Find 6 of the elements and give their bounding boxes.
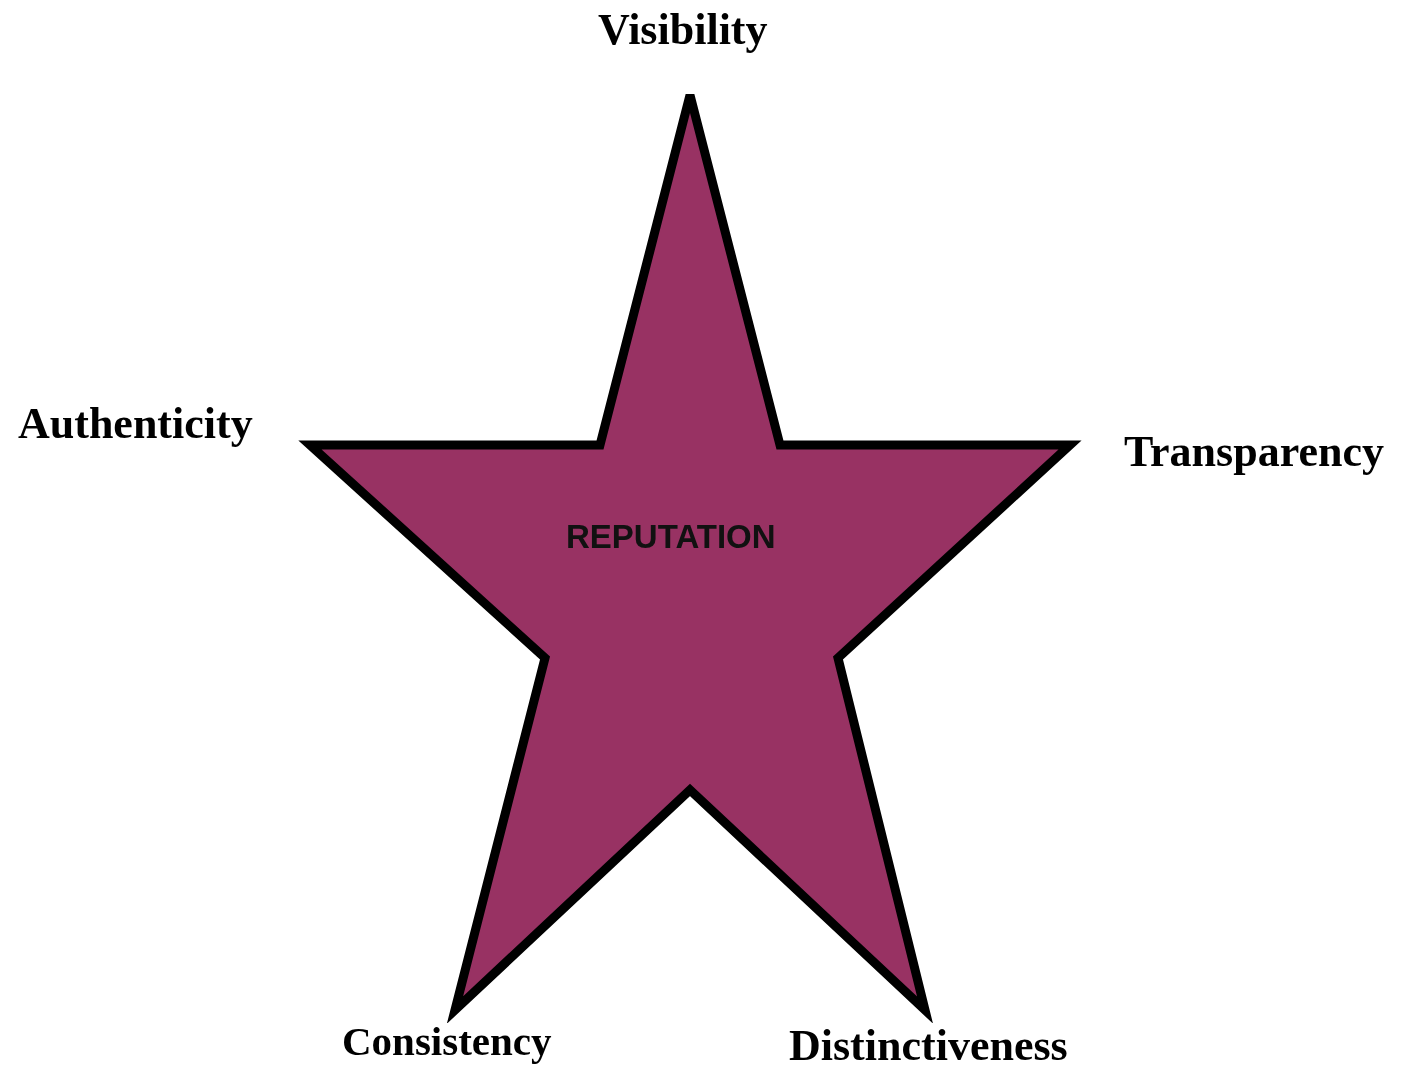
- point-label: Visibility: [598, 8, 768, 52]
- point-label: Authenticity: [18, 402, 253, 446]
- point-label: Consistency: [342, 1021, 552, 1062]
- star-label: REPUTATION: [566, 520, 776, 553]
- point-label: Distinctiveness: [789, 1024, 1068, 1065]
- point-label: Transparency: [1124, 430, 1384, 474]
